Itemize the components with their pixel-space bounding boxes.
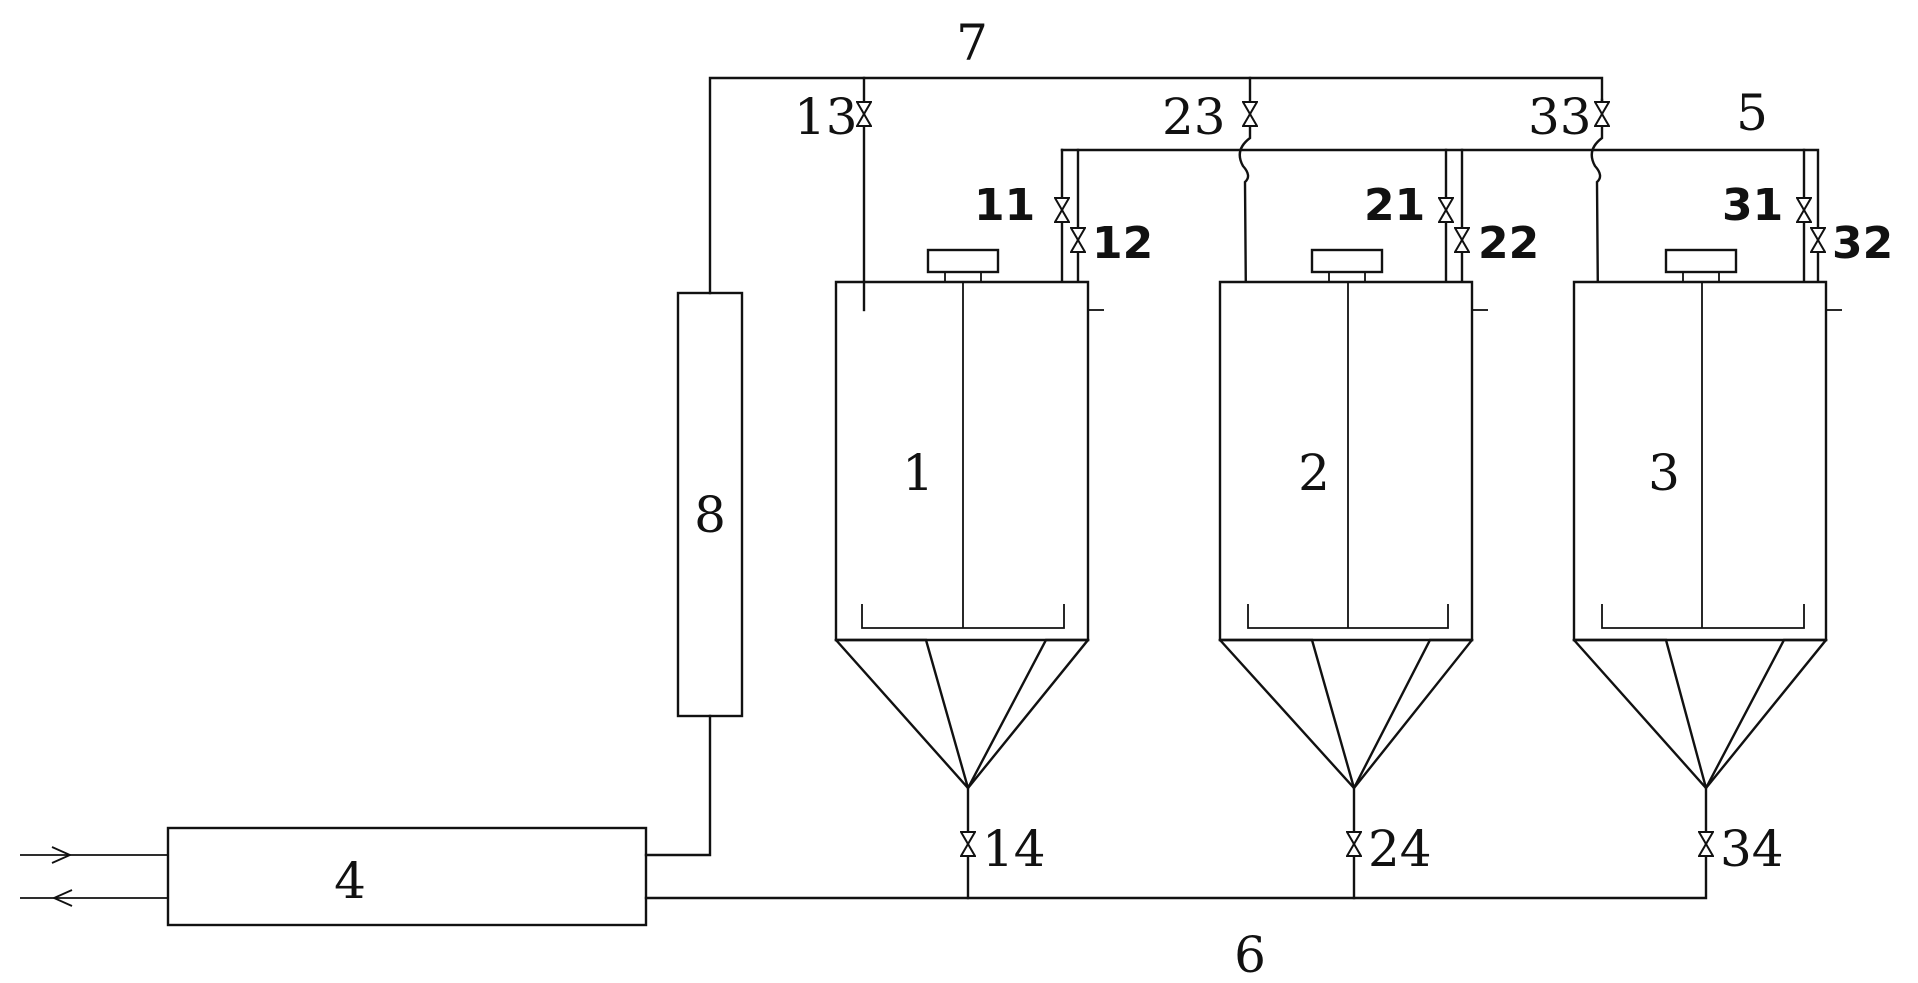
valve-31[interactable]: [1796, 197, 1812, 223]
valve-14-label: 14: [982, 820, 1046, 878]
valve-24[interactable]: [1346, 831, 1362, 857]
pipe-6-label: 6: [1234, 926, 1266, 983]
valve-23[interactable]: [1242, 101, 1258, 127]
valve-32-label: 32: [1832, 218, 1893, 269]
valve-33[interactable]: [1594, 101, 1610, 127]
tank-2-label: 2: [1298, 444, 1330, 502]
valve-11[interactable]: [1054, 197, 1070, 223]
valve-22-label: 22: [1478, 218, 1539, 269]
valve-23-label: 23: [1162, 88, 1226, 146]
column-8-label: 8: [694, 486, 726, 544]
valve-12-label: 12: [1092, 218, 1153, 269]
valve-34[interactable]: [1698, 831, 1714, 857]
tank-1: [834, 248, 1104, 792]
valve-12[interactable]: [1070, 227, 1086, 253]
inlet-arrow: [20, 846, 168, 864]
tank-3-motor: [1664, 248, 1738, 274]
valve-31-label: 31: [1722, 180, 1783, 231]
valve-13-label: 13: [794, 88, 858, 146]
tank-3: [1572, 248, 1842, 792]
valve-21[interactable]: [1438, 197, 1454, 223]
valve-32[interactable]: [1810, 227, 1826, 253]
heat-exchanger-4-label: 4: [334, 852, 366, 910]
heat-exchanger-4: [166, 826, 648, 927]
outlet-arrow: [20, 889, 168, 907]
pipe-7-label: 7: [956, 14, 988, 72]
pipe-6-bottom-header: [644, 714, 1708, 900]
valve-22[interactable]: [1454, 227, 1470, 253]
tank-1-motor: [926, 248, 1000, 274]
valve-33-label: 33: [1528, 88, 1592, 146]
valve-13[interactable]: [856, 101, 872, 127]
column-8: [676, 291, 744, 718]
valve-14[interactable]: [960, 831, 976, 857]
pipe-7-upper-header: [708, 76, 1604, 312]
valve-24-label: 24: [1368, 820, 1432, 878]
tank-2-motor: [1310, 248, 1384, 274]
tank-3-label: 3: [1648, 444, 1680, 502]
pipe-5-label: 5: [1736, 84, 1768, 142]
valve-11-label: 11: [974, 180, 1035, 231]
tank-2: [1218, 248, 1488, 792]
valve-21-label: 21: [1364, 180, 1425, 231]
valve-34-label: 34: [1720, 820, 1784, 878]
tank-1-label: 1: [902, 444, 934, 502]
